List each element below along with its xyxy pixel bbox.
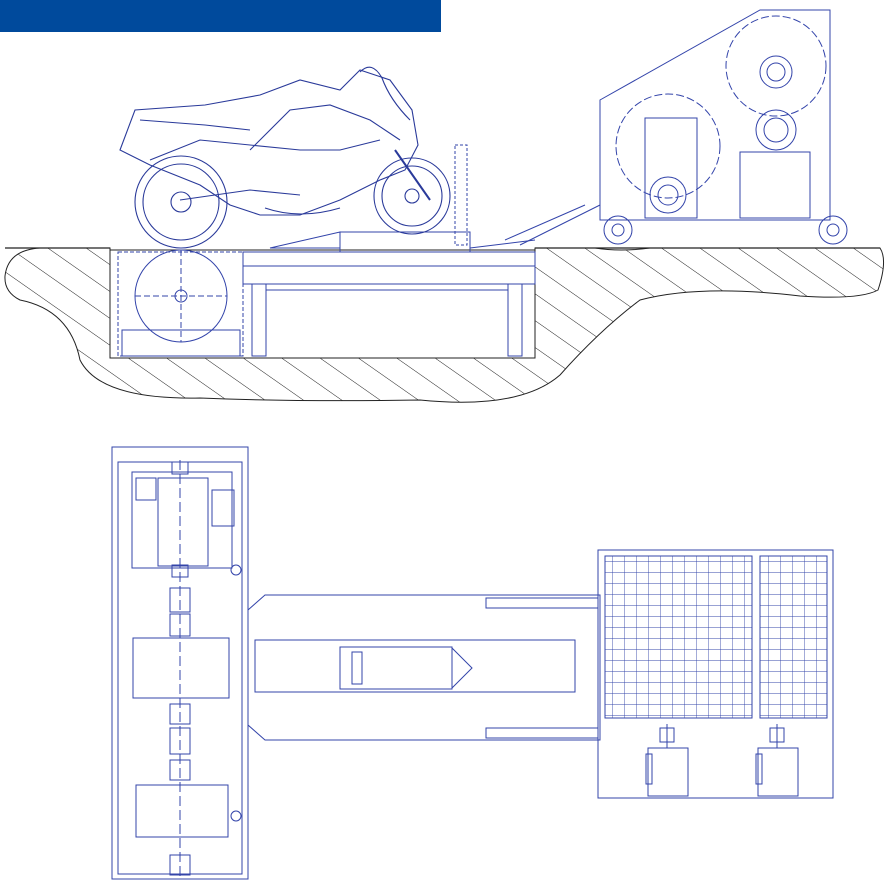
coupling-train-plan: [169, 461, 191, 876]
dyno-frame-plan: [111, 446, 249, 880]
ramp-platform-side: [242, 144, 536, 357]
dyno-roller-side: [117, 249, 244, 357]
fan-unit-plan: [597, 549, 834, 799]
electric-motor-right: [755, 724, 799, 797]
cooling-fan-unit-side: [504, 9, 848, 246]
ground-section: [4, 247, 884, 403]
motorcycle-side: [119, 66, 451, 249]
ramp-platform-plan: [247, 594, 601, 741]
header-bar: [0, 0, 441, 32]
electric-motor-left: [645, 724, 689, 797]
